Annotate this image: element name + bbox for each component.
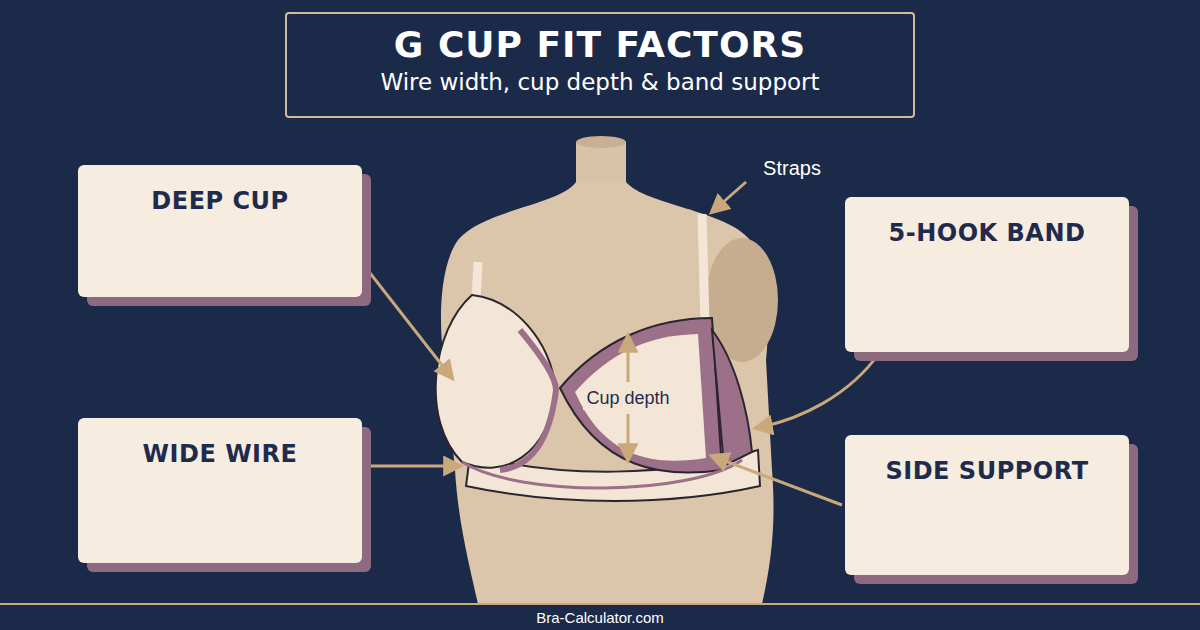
title: G CUP FIT FACTORS xyxy=(307,24,893,65)
callout-box: WIDE WIRE xyxy=(78,418,362,563)
watermark: Bra-Calculator.com xyxy=(533,608,667,627)
callout-box: 5-HOOK BAND xyxy=(845,197,1129,352)
leader-arrows xyxy=(352,182,880,505)
callout-heading: DEEP CUP xyxy=(94,187,346,215)
title-box: G CUP FIT FACTORS Wire width, cup depth &… xyxy=(285,12,915,118)
callout-heading: 5-HOOK BAND xyxy=(861,219,1113,247)
footer-rule xyxy=(0,603,1200,605)
callout-heading: WIDE WIRE xyxy=(94,440,346,468)
dimension-label: Cup depth xyxy=(583,387,672,410)
callout-box: SIDE SUPPORT xyxy=(845,435,1129,575)
callout-heading: SIDE SUPPORT xyxy=(861,457,1113,485)
part-label: Straps xyxy=(760,156,824,181)
caption: Wire width, cup depth & band support xyxy=(307,69,893,95)
bra xyxy=(436,214,760,501)
callout-box: DEEP CUP xyxy=(78,165,362,297)
